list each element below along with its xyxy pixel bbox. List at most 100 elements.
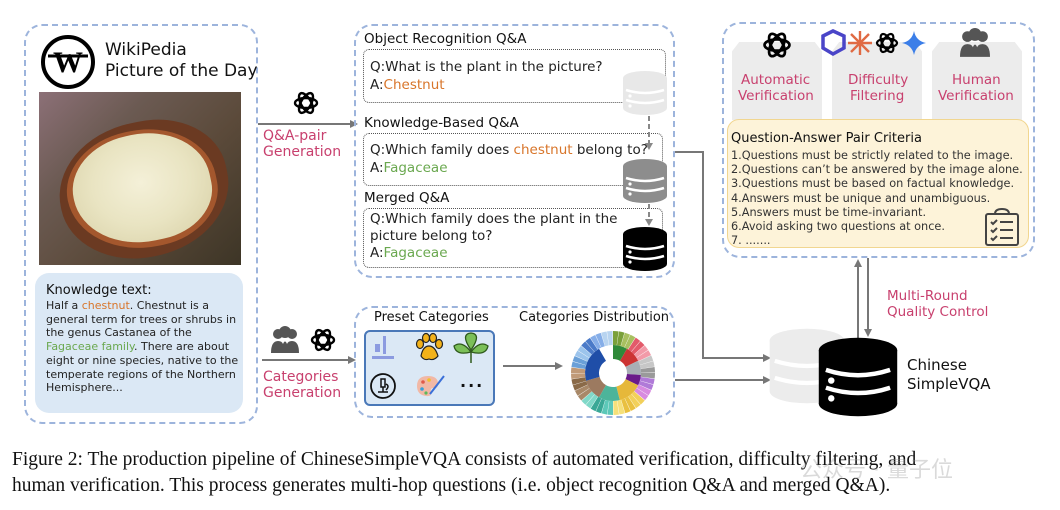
donut-outer-slice bbox=[585, 337, 598, 352]
donut-inner-slice bbox=[625, 373, 641, 386]
openai-icon bbox=[310, 328, 336, 352]
chinese-simplevqa-database-icon bbox=[818, 337, 898, 417]
knowledge-based-answer: A:Fagaceae bbox=[370, 160, 448, 176]
donut-outer-slice bbox=[617, 399, 625, 415]
qa-generation-label-1: Q&A-pair bbox=[263, 128, 327, 144]
preset-to-distribution-arrow bbox=[503, 362, 563, 370]
donut-outer-slice bbox=[571, 367, 586, 373]
down-arrow bbox=[645, 204, 653, 226]
categories-to-output-connector bbox=[675, 376, 771, 384]
donut-outer-slice bbox=[634, 345, 649, 358]
object-recognition-answer: A:Chestnut bbox=[370, 77, 445, 93]
donut-outer-slice bbox=[613, 331, 619, 346]
down-arrow bbox=[645, 116, 653, 150]
figure-caption-line1: Figure 2: The production pipeline of Chi… bbox=[12, 449, 917, 470]
donut-outer-slice bbox=[624, 334, 636, 350]
donut-outer-slice bbox=[634, 388, 649, 401]
knowledge-based-box bbox=[363, 133, 663, 186]
qa-to-output-connector bbox=[675, 151, 771, 362]
palette-icon bbox=[417, 375, 445, 397]
donut-outer-slice bbox=[572, 381, 588, 391]
human-verification-label-2: Verification bbox=[938, 88, 1014, 104]
database-gray-icon bbox=[623, 159, 667, 203]
human-verification-label-1: Human bbox=[952, 72, 1001, 88]
watermark: 公众号 · 量子位 bbox=[800, 458, 953, 483]
categories-distribution-title: Categories Distribution bbox=[519, 310, 670, 325]
categories-generation-arrow bbox=[262, 356, 356, 364]
donut-outer-slice bbox=[640, 373, 655, 379]
difficulty-filtering-label-2: Filtering bbox=[850, 88, 905, 104]
source-title-line2: Picture of the Day bbox=[105, 61, 258, 81]
database-black-icon bbox=[623, 227, 667, 271]
figure-caption-line2: human verification. This process generat… bbox=[12, 475, 891, 496]
donut-outer-slice bbox=[571, 361, 587, 370]
people-icon bbox=[271, 326, 299, 353]
donut-outer-slice bbox=[585, 394, 598, 409]
chestnut-photo bbox=[39, 92, 241, 265]
knowledge-title: Knowledge text: bbox=[46, 283, 152, 298]
verification-panel bbox=[722, 22, 1035, 258]
output-label-1: Chinese bbox=[907, 356, 967, 374]
knowledge-fagaceae-highlight: Fagaceae family bbox=[46, 340, 134, 354]
database-light-icon bbox=[623, 71, 667, 115]
donut-inner-slice bbox=[620, 348, 639, 367]
object-recognition-title: Object Recognition Q&A bbox=[364, 31, 527, 47]
donut-outer-slice bbox=[639, 376, 655, 385]
knowledge-chestnut-highlight: chestnut bbox=[81, 299, 130, 312]
merged-question-line2: picture belong to? bbox=[370, 228, 493, 244]
donut-outer-slice bbox=[577, 388, 592, 401]
donut-outer-slice bbox=[620, 332, 631, 348]
paw-icon bbox=[415, 332, 444, 361]
knowledge-text-box bbox=[35, 273, 243, 413]
difficulty-filtering-label-1: Difficulty bbox=[848, 72, 909, 88]
more-icon: ... bbox=[460, 372, 485, 391]
svg-text:W: W bbox=[53, 46, 83, 79]
donut-outer-slice bbox=[607, 331, 613, 346]
categories-generation-label-2: Generation bbox=[263, 385, 342, 401]
automatic-verification-label-1: Automatic bbox=[741, 72, 811, 88]
donut-outer-slice bbox=[636, 350, 652, 362]
categories-distribution-donut bbox=[571, 331, 655, 415]
source-panel bbox=[24, 24, 258, 424]
donut-outer-slice bbox=[628, 337, 641, 352]
openai-icon bbox=[763, 32, 791, 58]
donut-outer-slice bbox=[577, 345, 592, 358]
donut-outer-slice bbox=[590, 334, 602, 350]
criteria-item: 3.Questions must be based on factual kno… bbox=[731, 177, 1015, 191]
donut-outer-slice bbox=[631, 341, 645, 355]
knowledge-based-title: Knowledge-Based Q&A bbox=[364, 115, 519, 131]
merged-title: Merged Q&A bbox=[364, 190, 450, 206]
donut-outer-slice bbox=[572, 355, 588, 366]
donut-outer-slice bbox=[601, 331, 609, 347]
output-label-2: SimpleVQA bbox=[907, 375, 991, 393]
leaf-icon bbox=[453, 332, 489, 363]
merged-question-line1: Q:Which family does the plant in the bbox=[370, 211, 618, 227]
categories-panel bbox=[354, 306, 675, 418]
donut-outer-slice bbox=[636, 384, 652, 396]
people-icon bbox=[960, 28, 990, 57]
donut-outer-slice bbox=[616, 331, 625, 347]
donut-inner-slice bbox=[585, 348, 606, 381]
donut-outer-slice bbox=[571, 377, 587, 385]
quality-control-label-2: Quality Control bbox=[887, 304, 989, 320]
donut-outer-slice bbox=[640, 367, 655, 373]
knowledge-body: Half a chestnut. Chestnut is a general t… bbox=[46, 299, 239, 395]
donut-inner-slice bbox=[613, 345, 627, 361]
donut-outer-slice bbox=[574, 384, 590, 396]
donut-outer-slice bbox=[628, 394, 641, 409]
donut-outer-slice bbox=[607, 400, 613, 415]
criteria-title: Question-Answer Pair Criteria bbox=[731, 131, 922, 146]
categories-generation-label-1: Categories bbox=[263, 369, 339, 385]
donut-outer-slice bbox=[601, 399, 610, 415]
donut-outer-slice bbox=[621, 398, 631, 414]
criteria-item: 4.Answers must be unique and unambiguous… bbox=[731, 191, 991, 205]
donut-outer-slice bbox=[590, 396, 602, 412]
openai-icon bbox=[293, 91, 319, 115]
criteria-item: 1.Questions must be strictly related to … bbox=[731, 149, 1014, 162]
donut-outer-slice bbox=[571, 373, 586, 379]
lab-icon bbox=[372, 336, 394, 359]
donut-inner-slice bbox=[586, 376, 606, 398]
donut-outer-slice bbox=[574, 350, 590, 362]
source-title-line1: WikiPedia bbox=[105, 40, 187, 60]
merged-answer: A:Fagaceae bbox=[370, 245, 448, 261]
